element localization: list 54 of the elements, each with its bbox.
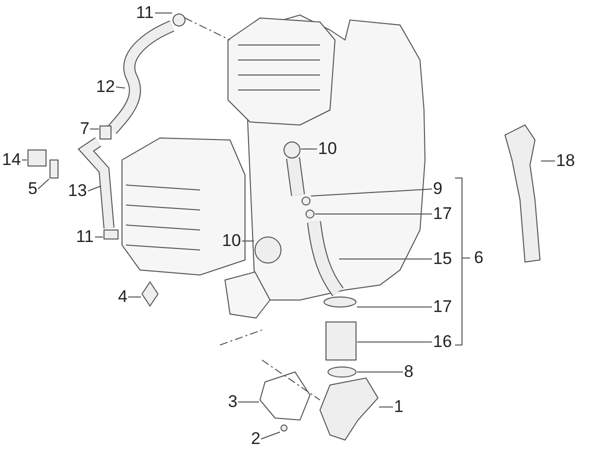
leader-line <box>116 86 126 88</box>
callout-number: 3 <box>228 393 238 411</box>
leader-line <box>356 306 432 308</box>
water-pump-drawing <box>319 377 379 441</box>
hose-clamp-drawing <box>104 230 118 240</box>
hose-drawing <box>307 221 344 296</box>
callout-number: 5 <box>28 180 38 198</box>
callout-number: 8 <box>404 363 414 381</box>
hose-clamp-drawing <box>324 296 356 308</box>
callout-number: 11 <box>76 228 94 246</box>
callout-number: 18 <box>556 152 575 170</box>
callout-number: 10 <box>222 232 241 250</box>
callout-number: 14 <box>2 151 21 169</box>
hose-drawing <box>504 124 541 263</box>
callout-number: 13 <box>68 182 87 200</box>
callout-number: 7 <box>80 120 90 138</box>
sleeve-drawing <box>326 322 356 360</box>
leader-line <box>378 406 394 408</box>
callout-number: 4 <box>118 288 128 306</box>
leader-line <box>38 178 50 190</box>
leader-line <box>154 12 172 14</box>
callout-number: 6 <box>474 249 484 267</box>
leader-line <box>88 186 102 192</box>
callout-number: 16 <box>433 333 452 351</box>
hose-clamp-drawing <box>172 14 186 26</box>
leader-line <box>128 296 142 298</box>
engine-port-drawing <box>254 236 282 264</box>
callout-number: 2 <box>251 430 260 448</box>
leader-line <box>260 432 280 440</box>
leader-line <box>94 236 104 238</box>
gasket-drawing <box>259 371 311 421</box>
hose-clamp-drawing <box>306 210 314 218</box>
leader-line <box>310 188 432 196</box>
callout-number: 11 <box>136 4 154 22</box>
leader-line <box>242 240 254 242</box>
o-ring-drawing <box>328 366 356 378</box>
leader-line <box>540 160 556 162</box>
callout-number: 10 <box>318 140 337 158</box>
screw-drawing <box>280 424 288 432</box>
callout-number: 17 <box>433 205 452 223</box>
o-ring-drawing <box>50 160 58 178</box>
hose-clamp-drawing <box>302 196 310 206</box>
hose-fitting-drawing <box>28 150 46 166</box>
leader-line <box>90 128 100 130</box>
callout-number: 15 <box>433 250 452 268</box>
hose-clamp-drawing <box>100 126 112 140</box>
callout-number: 17 <box>433 298 452 316</box>
callout-number: 12 <box>96 78 115 96</box>
gear-drawing <box>141 281 159 307</box>
leader-line <box>300 148 318 150</box>
callout-number: 9 <box>433 180 442 198</box>
leader-line <box>338 258 432 260</box>
callout-number: 1 <box>394 398 404 416</box>
pipe-fitting-drawing <box>284 142 305 196</box>
